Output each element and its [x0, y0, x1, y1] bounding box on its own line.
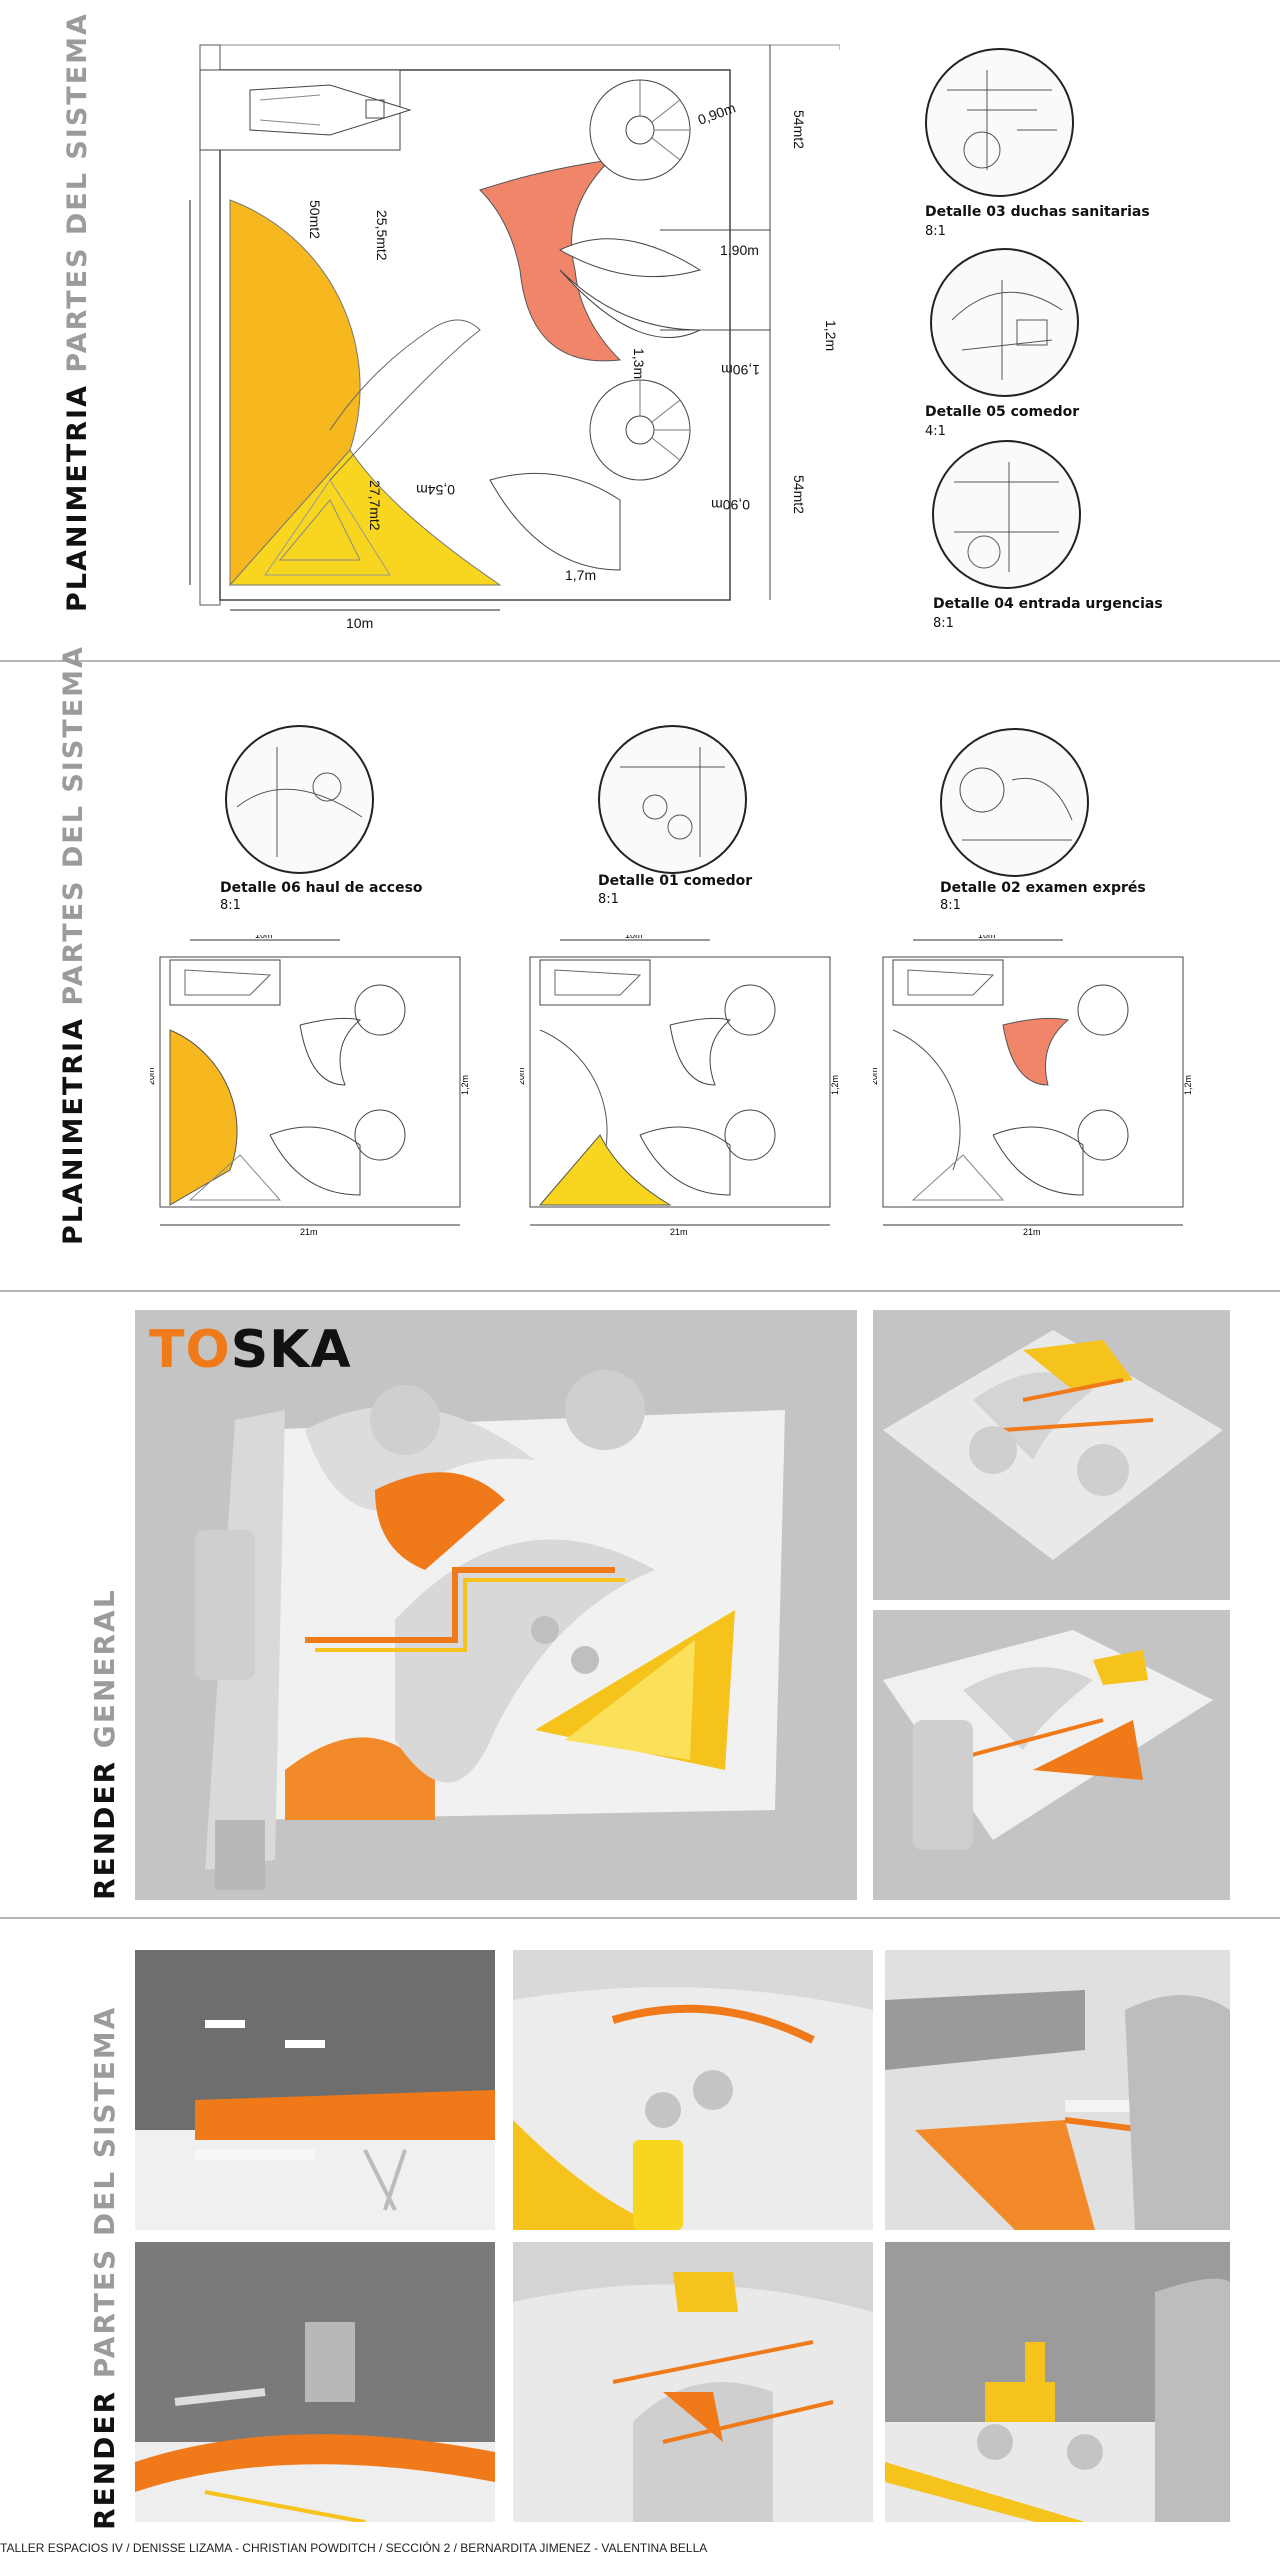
- render-detail-4: [135, 2242, 495, 2522]
- section2-label-light: PARTES DEL SISTEMA: [58, 645, 89, 1006]
- main-floor-plan: 14m 10m 50mt2 25,5mt2 27,7mt2 54mt2 54mt…: [189, 44, 840, 630]
- render-detail-6: [885, 2242, 1230, 2522]
- render-detail-2: [513, 1950, 873, 2230]
- dim-090-top: 0,90m: [696, 99, 738, 127]
- small-plan-1-left-dim: 20m: [150, 1067, 156, 1085]
- detail-02-circle: [940, 728, 1089, 877]
- section4-label-light: PARTES DEL SISTEMA: [88, 2005, 121, 2379]
- dim-area-bottom: 27,7mt2: [367, 480, 383, 531]
- toska-logo: TOSKA: [149, 1320, 352, 1380]
- dim-12: 1,2m: [823, 320, 839, 351]
- section4-label-strong: RENDER: [88, 2389, 121, 2530]
- detail-06-title: Detalle 06 haul de acceso: [220, 880, 423, 896]
- small-plan-3-right-dim: 1,2m: [1183, 1075, 1193, 1095]
- detail-03-scale: 8:1: [925, 224, 946, 239]
- dim-width: 10m: [346, 615, 373, 630]
- section1-label-light: PARTES DEL SISTEMA: [62, 12, 93, 373]
- dim-13: 1,3m: [631, 348, 647, 379]
- detail-05-circle: [930, 248, 1079, 397]
- section1-label-strong: PLANIMETRIA: [62, 384, 93, 612]
- section2-label: PLANIMETRIA PARTES DEL SISTEMA: [58, 645, 89, 1245]
- orange-area-shape: [479, 159, 622, 362]
- detail-01-scale: 8:1: [598, 892, 619, 907]
- dim-054: 0,54m: [416, 482, 455, 498]
- detail-01-circle: [598, 725, 747, 874]
- section4-label: RENDER PARTES DEL SISTEMA: [88, 2006, 121, 2530]
- dim-area-yellow: 50mt2: [307, 200, 323, 239]
- detail-04-circle: [932, 440, 1081, 589]
- section2-label-strong: PLANIMETRIA: [58, 1017, 89, 1245]
- detail-03-title: Detalle 03 duchas sanitarias: [925, 204, 1150, 220]
- dim-190-mid: 1,90m: [721, 362, 760, 378]
- render-general-main: TOSKA: [135, 1310, 857, 1900]
- render-detail-3: [885, 1950, 1230, 2230]
- detail-03-circle: [925, 48, 1074, 197]
- dim-area-right-top: 54mt2: [791, 110, 807, 149]
- render-general-side: [873, 1610, 1230, 1900]
- small-plan-1-top-dim: 10m: [255, 935, 273, 940]
- section1-label: PLANIMETRIA PARTES DEL SISTEMA: [62, 12, 93, 612]
- section3-label-strong: RENDER: [88, 1759, 121, 1900]
- dim-090-bottom: 0,90m: [711, 497, 750, 513]
- detail-05-scale: 4:1: [925, 424, 946, 439]
- small-plan-1-bottom-dim: 21m: [300, 1227, 318, 1237]
- small-plan-3-bottom-dim: 21m: [1023, 1227, 1041, 1237]
- small-plan-1-right-dim: 1,2m: [460, 1075, 470, 1095]
- render-detail-5: [513, 2242, 873, 2522]
- yellow-area-shape: [229, 199, 361, 587]
- detail-04-title: Detalle 04 entrada urgencias: [933, 596, 1163, 612]
- dim-area-orange: 25,5mt2: [374, 210, 390, 261]
- small-plan-2-right-dim: 1,2m: [830, 1075, 840, 1095]
- dim-area-right-bottom: 54mt2: [791, 475, 807, 514]
- detail-06-circle: [225, 725, 374, 874]
- toska-logo-part1: TO: [149, 1320, 231, 1380]
- small-plan-3-left-dim: 20m: [873, 1067, 879, 1085]
- detail-04-scale: 8:1: [933, 616, 954, 631]
- small-plan-2-top-dim: 10m: [625, 935, 643, 940]
- detail-02-scale: 8:1: [940, 898, 961, 913]
- divider-1: [0, 660, 1280, 662]
- small-plan-2-left-dim: 20m: [520, 1067, 526, 1085]
- dim-190-top: 1,90m: [720, 242, 759, 258]
- small-plan-3: 10m 21m 20m 1,2m: [873, 935, 1193, 1237]
- small-plan-1: 10m 21m 20m 1,2m: [150, 935, 470, 1237]
- detail-05-title: Detalle 05 comedor: [925, 404, 1080, 420]
- footer-credits: TALLER ESPACIOS IV / DENISSE LIZAMA - CH…: [0, 2541, 708, 2555]
- section3-label-light: GENERAL: [88, 1588, 121, 1749]
- small-plan-2-bottom-dim: 21m: [670, 1227, 688, 1237]
- divider-3: [0, 1917, 1280, 1919]
- detail-01-title: Detalle 01 comedor: [598, 873, 753, 889]
- toska-logo-part2: SKA: [230, 1320, 352, 1380]
- dim-17: 1,7m: [565, 567, 596, 583]
- small-plan-3-top-dim: 10m: [978, 935, 996, 940]
- render-detail-1: [135, 1950, 495, 2230]
- detail-06-scale: 8:1: [220, 898, 241, 913]
- detail-02-title: Detalle 02 examen exprés: [940, 880, 1146, 896]
- render-general-top: [873, 1310, 1230, 1600]
- section3-label: RENDER GENERAL: [88, 1588, 121, 1900]
- small-plan-2: 10m 21m 20m 1,2m: [520, 935, 840, 1237]
- divider-2: [0, 1290, 1280, 1292]
